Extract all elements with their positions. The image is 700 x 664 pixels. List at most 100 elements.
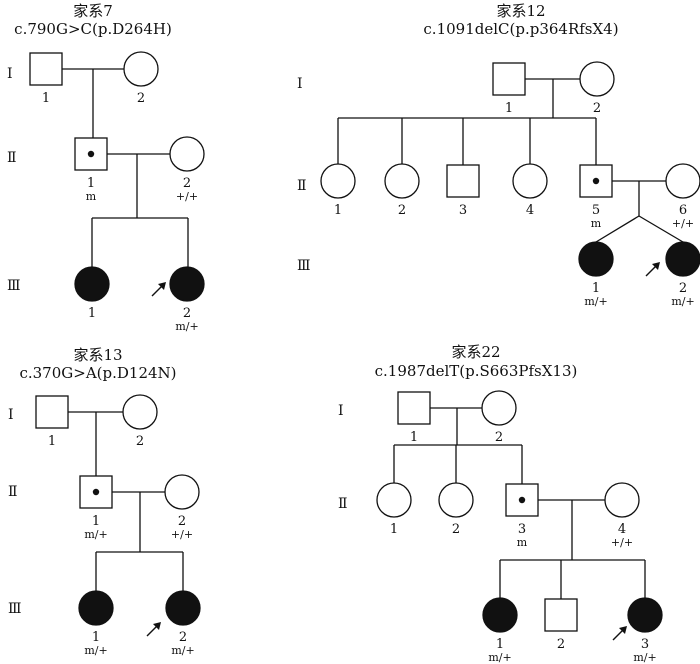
individual-number: 1	[92, 514, 100, 529]
generation-label: Ⅲ	[7, 278, 21, 294]
male-square-icon	[397, 391, 431, 425]
individual-number: 1	[48, 434, 56, 449]
individual-number: 6	[679, 203, 687, 218]
individual-number: 5	[592, 203, 600, 218]
individual-number: 4	[618, 522, 626, 537]
carrier-dot-icon	[87, 150, 95, 158]
family-title: 家系12	[496, 2, 545, 20]
individual-number: 1	[42, 91, 50, 106]
female-circle-icon	[169, 136, 205, 172]
generation-label: Ⅱ	[8, 484, 18, 500]
individual-number: 2	[679, 281, 687, 296]
genotype-label: m	[591, 217, 602, 230]
proband-arrowhead-icon	[652, 262, 660, 270]
individual-number: 1	[410, 430, 418, 445]
male-square-icon	[544, 598, 578, 632]
female-circle-icon	[123, 51, 159, 87]
genotype-label: +/+	[171, 528, 193, 541]
generation-label: Ⅱ	[297, 178, 307, 194]
male-square-icon	[35, 395, 69, 429]
individual-number: 2	[136, 434, 144, 449]
female-circle-icon	[376, 482, 412, 518]
individual-number: 1	[505, 101, 513, 116]
female-circle-icon	[384, 163, 420, 199]
carrier-dot-icon	[592, 177, 600, 185]
individual-number: 2	[183, 306, 191, 321]
proband-arrowhead-icon	[158, 282, 166, 290]
genotype-label: +/+	[672, 217, 694, 230]
individual-number: 3	[518, 522, 526, 537]
female-circle-icon	[438, 482, 474, 518]
genotype-label: m/+	[171, 644, 194, 657]
individual-number: 2	[183, 176, 191, 191]
generation-label: Ⅰ	[7, 66, 13, 82]
individual-number: 2	[557, 637, 565, 652]
individual-number: 2	[137, 91, 145, 106]
family-title: 家系22	[451, 343, 500, 361]
mutation-label: c.1091delC(p.p364RfsX4)	[423, 20, 618, 38]
generation-label: Ⅰ	[8, 407, 14, 423]
individual-number: 2	[178, 514, 186, 529]
carrier-dot-icon	[92, 488, 100, 496]
female-circle-icon	[78, 590, 114, 626]
female-circle-icon	[512, 163, 548, 199]
family-title: 家系13	[73, 346, 122, 364]
genotype-label: m/+	[488, 651, 511, 664]
genotype-label: m/+	[671, 295, 694, 308]
genotype-label: m/+	[633, 651, 656, 664]
individual-number: 2	[398, 203, 406, 218]
pedigree-connector	[638, 215, 684, 243]
female-circle-icon	[481, 390, 517, 426]
generation-label: Ⅲ	[8, 601, 22, 617]
genotype-label: m/+	[175, 320, 198, 333]
individual-number: 2	[593, 101, 601, 116]
female-circle-icon	[164, 474, 200, 510]
female-circle-icon	[579, 61, 615, 97]
pedigree-connector	[595, 215, 640, 243]
individual-number: 1	[390, 522, 398, 537]
individual-number: 1	[592, 281, 600, 296]
individual-number: 1	[496, 637, 504, 652]
individual-number: 4	[526, 203, 534, 218]
generation-label: Ⅰ	[297, 76, 303, 92]
generation-label: Ⅱ	[338, 496, 348, 512]
genotype-label: +/+	[611, 536, 633, 549]
male-square-icon	[492, 62, 526, 96]
family-title: 家系7	[73, 2, 113, 20]
proband-arrowhead-icon	[619, 626, 627, 634]
individual-number: 1	[92, 630, 100, 645]
genotype-label: m	[86, 190, 97, 203]
male-square-icon	[79, 475, 113, 509]
genotype-label: +/+	[176, 190, 198, 203]
mutation-label: c.1987delT(p.S663PfsX13)	[375, 362, 578, 380]
female-circle-icon	[665, 241, 700, 277]
individual-number: 1	[88, 306, 96, 321]
pedigree-lines	[62, 68, 684, 599]
individual-number: 2	[495, 430, 503, 445]
individual-number: 2	[452, 522, 460, 537]
generation-label: Ⅱ	[7, 150, 17, 166]
female-circle-icon	[482, 597, 518, 633]
generation-label: Ⅰ	[338, 403, 344, 419]
female-circle-icon	[122, 394, 158, 430]
mutation-label: c.790G>C(p.D264H)	[14, 20, 172, 38]
male-square-icon	[446, 164, 480, 198]
genotype-label: m/+	[584, 295, 607, 308]
genotype-label: m	[517, 536, 528, 549]
mutation-label: c.370G>A(p.D124N)	[19, 364, 176, 382]
female-circle-icon	[320, 163, 356, 199]
genotype-label: m/+	[84, 644, 107, 657]
pedigree-symbols	[29, 51, 700, 641]
individual-number: 1	[334, 203, 342, 218]
female-circle-icon	[165, 590, 201, 626]
female-circle-icon	[627, 597, 663, 633]
female-circle-icon	[169, 266, 205, 302]
individual-number: 3	[459, 203, 467, 218]
proband-arrowhead-icon	[153, 622, 161, 630]
carrier-dot-icon	[518, 496, 526, 504]
female-circle-icon	[74, 266, 110, 302]
male-square-icon	[29, 52, 63, 86]
generation-label: Ⅲ	[297, 258, 311, 274]
female-circle-icon	[578, 241, 614, 277]
